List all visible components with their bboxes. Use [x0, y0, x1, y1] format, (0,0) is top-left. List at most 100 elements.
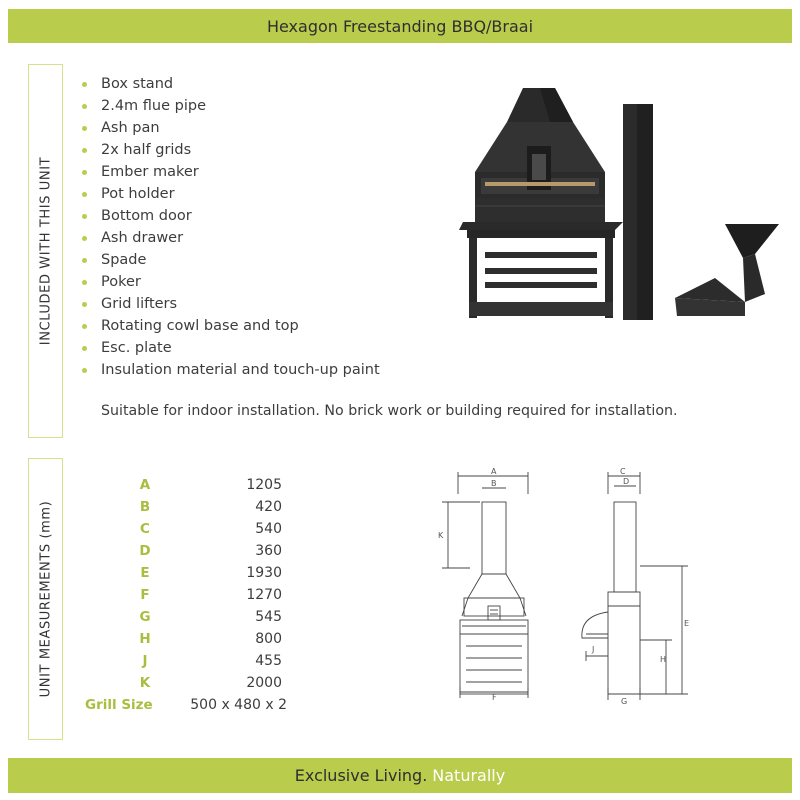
bullet-icon: [82, 213, 87, 219]
included-item-label: Spade: [101, 252, 147, 268]
measurement-row: J 455: [80, 650, 287, 672]
measurement-key: J: [142, 653, 148, 669]
dim-label-a: A: [491, 467, 497, 476]
included-item-label: Pot holder: [101, 186, 175, 202]
measurement-row: G 545: [80, 606, 287, 628]
included-item: Grid lifters: [82, 293, 380, 315]
bullet-icon: [82, 125, 87, 131]
measurement-value: 1270: [246, 587, 282, 603]
measurement-value: 360: [255, 543, 282, 559]
dim-label-d: D: [623, 477, 629, 486]
included-item: Box stand: [82, 73, 380, 95]
measurement-row: C 540: [80, 518, 287, 540]
included-item: Ember maker: [82, 161, 380, 183]
dimension-diagram: A B K F C D E H J G: [438, 467, 689, 706]
included-item-label: Insulation material and touch-up paint: [101, 362, 380, 378]
measurement-value: 1930: [246, 565, 282, 581]
grill-size-value: 500 x 480 x 2: [190, 697, 287, 713]
measurement-value: 1205: [246, 477, 282, 493]
dim-label-b: B: [491, 479, 497, 488]
measurement-key: F: [140, 587, 150, 603]
included-item: Poker: [82, 271, 380, 293]
footer-tagline-accent: Naturally: [432, 766, 506, 785]
included-item: Bottom door: [82, 205, 380, 227]
bullet-icon: [82, 147, 87, 153]
page-title-banner: Hexagon Freestanding BBQ/Braai: [8, 9, 792, 43]
measurement-row: K 2000: [80, 672, 287, 694]
included-item: Ash pan: [82, 117, 380, 139]
bullet-icon: [82, 103, 87, 109]
cowl-top: [725, 224, 779, 258]
bullet-icon: [82, 81, 87, 87]
footer-banner: Exclusive Living. Naturally: [8, 758, 792, 793]
included-section-heading: INCLUDED WITH THIS UNIT: [38, 156, 54, 346]
dim-label-g: G: [621, 697, 627, 706]
measurement-key: A: [139, 477, 151, 493]
dim-label-f: F: [492, 693, 497, 702]
measurement-row: F 1270: [80, 584, 287, 606]
footer-tagline: Exclusive Living.: [294, 766, 428, 785]
measurement-key: E: [140, 565, 150, 581]
dim-label-c: C: [620, 467, 626, 476]
measurement-key: H: [139, 631, 151, 647]
measurements-section-heading: UNIT MEASUREMENTS (mm): [38, 500, 54, 698]
included-item: Insulation material and touch-up paint: [82, 359, 380, 381]
bullet-icon: [82, 191, 87, 197]
installation-note: Suitable for indoor installation. No bri…: [101, 403, 678, 419]
measurement-key: K: [139, 675, 151, 691]
included-section-label-panel: INCLUDED WITH THIS UNIT: [28, 64, 63, 438]
front-shelf: [459, 222, 623, 230]
included-item: 2.4m flue pipe: [82, 95, 380, 117]
bullet-icon: [82, 279, 87, 285]
measurement-row: H 800: [80, 628, 287, 650]
measurement-key: G: [139, 609, 151, 625]
measurement-key: B: [139, 499, 151, 515]
included-item-label: Ash drawer: [101, 230, 184, 246]
included-item-label: Esc. plate: [101, 340, 172, 356]
bullet-icon: [82, 345, 87, 351]
grill-size-row: Grill Size 500 x 480 x 2: [80, 694, 287, 716]
included-item: Esc. plate: [82, 337, 380, 359]
included-item-label: Box stand: [101, 76, 174, 92]
measurement-value: 540: [255, 521, 282, 537]
bullet-icon: [82, 235, 87, 241]
bullet-icon: [82, 323, 87, 329]
measurement-key: C: [140, 521, 150, 537]
included-item-label: Grid lifters: [101, 296, 178, 312]
firebox-base: [475, 198, 605, 222]
grill-size-label: Grill Size: [85, 697, 153, 713]
measurement-key: D: [139, 543, 151, 559]
bullet-icon: [82, 367, 87, 373]
measurement-row: D 360: [80, 540, 287, 562]
included-item: Rotating cowl base and top: [82, 315, 380, 337]
included-item-label: 2x half grids: [101, 142, 192, 158]
included-item-label: Ash pan: [101, 120, 160, 136]
bullet-icon: [82, 169, 87, 175]
included-item-label: Ember maker: [101, 164, 199, 180]
measurements-section-label-panel: UNIT MEASUREMENTS (mm): [28, 458, 63, 740]
measurement-row: A 1205: [80, 474, 287, 496]
measurement-value: 455: [255, 653, 282, 669]
stand-top: [467, 230, 615, 238]
included-item-label: 2.4m flue pipe: [101, 98, 207, 114]
dim-label-k: K: [438, 531, 444, 540]
cowl-base: [675, 298, 745, 316]
included-item: Ash drawer: [82, 227, 380, 249]
measurement-row: E 1930: [80, 562, 287, 584]
stand-base: [469, 302, 613, 316]
included-item-label: Rotating cowl base and top: [101, 318, 299, 334]
measurement-value: 545: [255, 609, 282, 625]
dim-label-e: E: [684, 619, 689, 628]
measurement-value: 800: [255, 631, 282, 647]
included-item: Spade: [82, 249, 380, 271]
grid-wood: [485, 182, 595, 186]
included-item: Pot holder: [82, 183, 380, 205]
dim-label-h: H: [660, 655, 666, 664]
bullet-icon: [82, 301, 87, 307]
measurement-value: 2000: [246, 675, 282, 691]
included-item-label: Poker: [101, 274, 141, 290]
included-item-label: Bottom door: [101, 208, 192, 224]
included-item: 2x half grids: [82, 139, 380, 161]
